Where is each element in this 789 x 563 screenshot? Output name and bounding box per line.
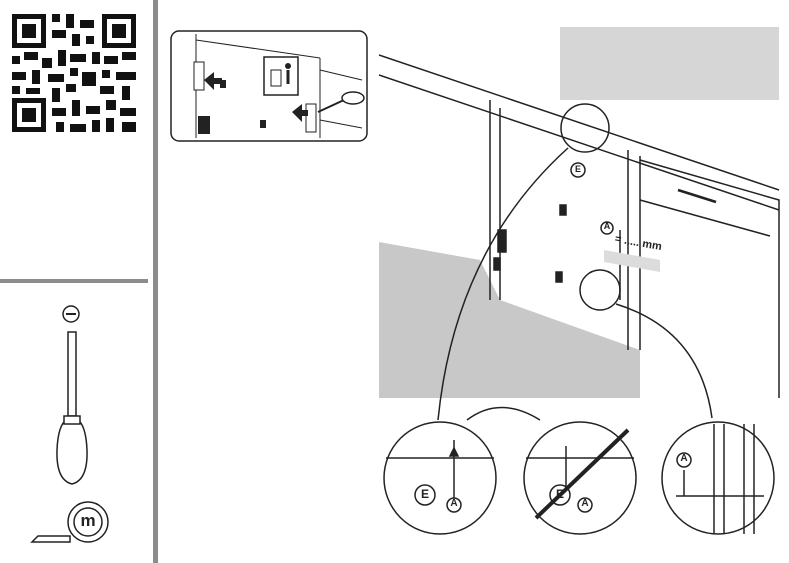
tape-measure-icon <box>30 501 109 543</box>
kitchen-scene <box>378 27 780 421</box>
dispose-trash-icon <box>263 56 299 96</box>
qr-code-icon <box>12 14 136 132</box>
hook-letter-correct: E <box>420 487 429 501</box>
detail-measure <box>661 421 775 535</box>
detail-correct <box>383 421 497 535</box>
hook-letter-main: E <box>574 164 581 174</box>
inset-remove-panel <box>170 30 368 142</box>
hook-letter-incorrect: E <box>555 487 564 501</box>
detail-incorrect <box>523 421 637 535</box>
callout-label-main: A <box>603 221 611 231</box>
callout-label-measure: A <box>680 453 688 464</box>
callout-label-correct: A <box>450 498 458 509</box>
tape-letter: m <box>80 511 96 530</box>
callout-label-incorrect: A <box>581 498 589 509</box>
vertical-divider <box>153 0 158 563</box>
horizontal-divider <box>0 279 148 283</box>
flat-screwdriver-icon <box>56 305 88 485</box>
